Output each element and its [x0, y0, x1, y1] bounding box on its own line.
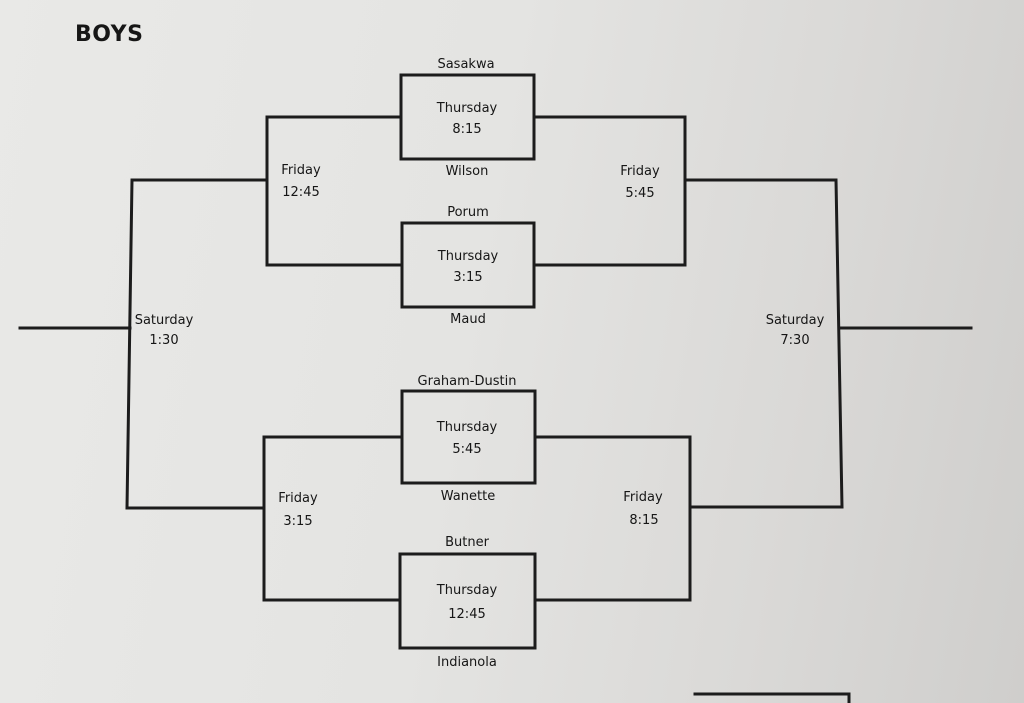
- game-box-thursday-545: [400, 389, 537, 485]
- game-day: Thursday: [436, 420, 498, 435]
- friday-right-top-time: 5:45: [625, 186, 655, 201]
- team-maud: Maud: [450, 312, 486, 327]
- bracket-saturday-right: [683, 178, 844, 509]
- game-time: 12:45: [448, 607, 486, 622]
- bracket-saturday-left: [125, 178, 269, 510]
- team-porum: Porum: [447, 205, 489, 220]
- friday-left-top-time: 12:45: [282, 185, 320, 200]
- game-day: Thursday: [436, 583, 498, 598]
- bracket-friday-right-bottom: [533, 435, 692, 602]
- bracket-friday-left-top: [265, 115, 404, 267]
- bracket-friday-left-bottom: [262, 435, 404, 602]
- game-day: Thursday: [437, 249, 499, 264]
- next-page-line: [693, 692, 851, 703]
- saturday-right-day: Saturday: [765, 313, 825, 328]
- page-title: BOYS: [75, 22, 144, 47]
- team-indianola: Indianola: [437, 655, 497, 670]
- friday-left-top-day: Friday: [281, 163, 321, 178]
- friday-right-bottom-time: 8:15: [629, 513, 659, 528]
- game-box-thursday-1245: [398, 552, 537, 650]
- friday-right-top-day: Friday: [620, 164, 660, 179]
- game-time: 5:45: [452, 442, 482, 457]
- game-time: 8:15: [452, 122, 482, 137]
- game-time: 3:15: [453, 270, 483, 285]
- game-day: Thursday: [436, 101, 498, 116]
- friday-right-bottom-day: Friday: [623, 490, 663, 505]
- game-box-thursday-315: [400, 221, 536, 309]
- game-box-thursday-815: [399, 73, 536, 161]
- team-butner: Butner: [445, 535, 489, 550]
- friday-left-bottom-time: 3:15: [283, 514, 313, 529]
- friday-left-bottom-day: Friday: [278, 491, 318, 506]
- team-wilson: Wilson: [445, 164, 489, 179]
- saturday-left-day: Saturday: [134, 313, 194, 328]
- team-sasakwa: Sasakwa: [437, 57, 495, 72]
- team-wanette: Wanette: [440, 489, 496, 504]
- saturday-left-time: 1:30: [149, 333, 179, 348]
- team-graham-dustin: Graham-Dustin: [417, 374, 517, 389]
- bracket-friday-right-top: [532, 115, 687, 267]
- saturday-right-time: 7:30: [780, 333, 810, 348]
